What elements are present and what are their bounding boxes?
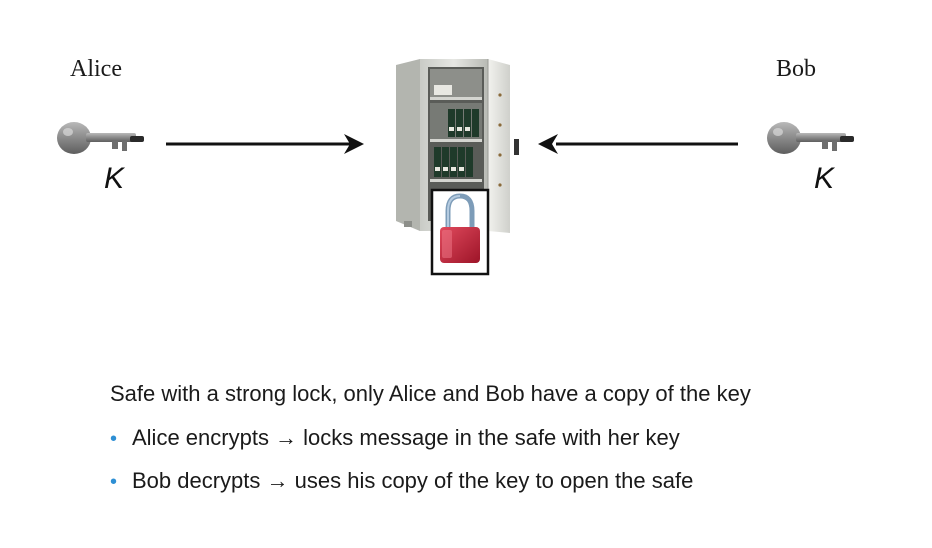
bullet-item: •Alice encrypts → locks message in the s… bbox=[110, 425, 680, 451]
alice-key-icon bbox=[54, 112, 150, 168]
alice-to-safe-arrow-icon bbox=[164, 128, 374, 160]
bullet-dot-icon: • bbox=[110, 428, 132, 451]
bullet-text: Bob decrypts → uses his copy of the key … bbox=[132, 468, 693, 493]
bob-key-label: K bbox=[814, 162, 834, 196]
diagram-caption: Safe with a strong lock, only Alice and … bbox=[110, 381, 751, 407]
alice-key-label: K bbox=[104, 162, 124, 196]
bob-key-icon bbox=[764, 112, 860, 168]
bob-label: Bob bbox=[776, 56, 816, 83]
bullet-text: Alice encrypts → locks message in the sa… bbox=[132, 425, 680, 450]
safe-icon bbox=[390, 55, 520, 280]
bob-to-safe-arrow-icon bbox=[532, 128, 742, 160]
bullet-dot-icon: • bbox=[110, 471, 132, 494]
alice-label: Alice bbox=[70, 56, 122, 83]
bullet-item: •Bob decrypts → uses his copy of the key… bbox=[110, 468, 693, 494]
